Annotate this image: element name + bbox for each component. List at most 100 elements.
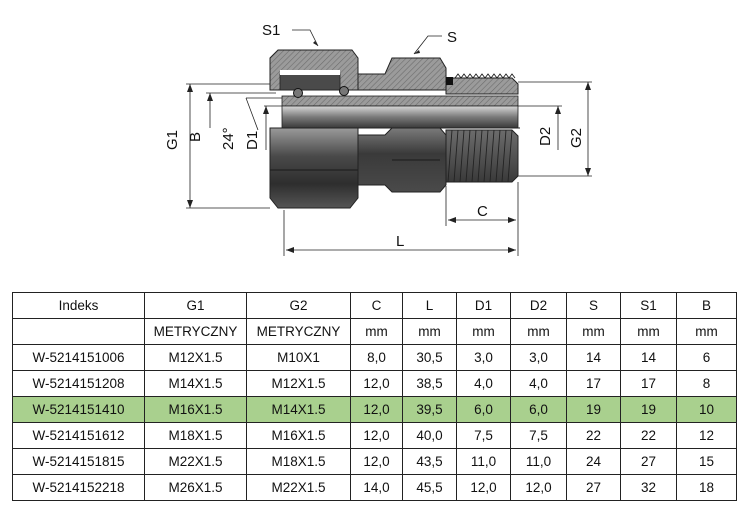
- cell-d1: 3,0: [456, 344, 511, 371]
- cell-c: 14,0: [350, 474, 403, 501]
- cell-g2: M16X1.5: [246, 422, 351, 449]
- label-g2: G2: [568, 128, 585, 148]
- cell-b: mm: [676, 318, 737, 345]
- cell-s1: 32: [620, 474, 677, 501]
- cell-s1: S1: [620, 292, 677, 319]
- cell-d1: 4,0: [456, 370, 511, 397]
- cell-c: mm: [350, 318, 403, 345]
- cell-d2: 7,5: [510, 422, 567, 449]
- fitting-technical-drawing: S1 S G1 B 24° D1 D2 G2 C L: [164, 22, 592, 256]
- exterior-lower-half: [269, 127, 519, 209]
- label-d2: D2: [537, 127, 554, 146]
- cell-s1: 14: [620, 344, 677, 371]
- cell-d2: mm: [510, 318, 567, 345]
- cell-b: 8: [676, 370, 737, 397]
- cell-c: C: [350, 292, 403, 319]
- cell-d1: 11,0: [456, 448, 511, 475]
- cell-b: B: [676, 292, 737, 319]
- cell-s: 22: [566, 422, 621, 449]
- cell-indeks: W-5214151208: [12, 370, 145, 397]
- cell-g2: M10X1: [246, 344, 351, 371]
- cell-b: 15: [676, 448, 737, 475]
- cell-indeks: W-5214151815: [12, 448, 145, 475]
- o-ring-left: [293, 88, 303, 98]
- dimension-arrows: [187, 41, 591, 253]
- cell-s: 27: [566, 474, 621, 501]
- cell-d2: 3,0: [510, 344, 567, 371]
- cell-s: 24: [566, 448, 621, 475]
- cell-c: 12,0: [350, 396, 403, 423]
- cell-b: 12: [676, 422, 737, 449]
- cell-indeks: Indeks: [12, 292, 145, 319]
- cell-s: S: [566, 292, 621, 319]
- cell-g1: M14X1.5: [144, 370, 247, 397]
- cell-g1: M12X1.5: [144, 344, 247, 371]
- label-s1: S1: [262, 22, 280, 39]
- cell-l: 43,5: [402, 448, 457, 475]
- dimension-lines: [186, 29, 592, 256]
- cell-l: 45,5: [402, 474, 457, 501]
- cell-s1: 27: [620, 448, 677, 475]
- label-angle-24: 24°: [220, 127, 237, 150]
- cell-g2: METRYCZNY: [246, 318, 351, 345]
- cell-g2: M22X1.5: [246, 474, 351, 501]
- cell-indeks: W-5214152218: [12, 474, 145, 501]
- cell-d1: mm: [456, 318, 511, 345]
- cell-s1: mm: [620, 318, 677, 345]
- label-s: S: [447, 29, 457, 46]
- cell-s: 17: [566, 370, 621, 397]
- label-b: B: [187, 132, 204, 142]
- cell-d1: 7,5: [456, 422, 511, 449]
- cell-indeks: [12, 318, 145, 345]
- cell-g2: M18X1.5: [246, 448, 351, 475]
- cell-g2: M14X1.5: [246, 396, 351, 423]
- cell-d1: 12,0: [456, 474, 511, 501]
- cell-l: 30,5: [402, 344, 457, 371]
- cell-s: 14: [566, 344, 621, 371]
- label-d1: D1: [244, 131, 261, 150]
- cell-d1: 6,0: [456, 396, 511, 423]
- section-upper-half: [269, 49, 519, 107]
- cell-indeks: W-5214151612: [12, 422, 145, 449]
- cell-l: mm: [402, 318, 457, 345]
- cell-b: 6: [676, 344, 737, 371]
- cell-l: 40,0: [402, 422, 457, 449]
- cell-b: 10: [676, 396, 737, 423]
- bore-tube: [270, 105, 520, 129]
- cell-indeks: W-5214151410: [12, 396, 145, 423]
- cell-c: 12,0: [350, 422, 403, 449]
- cell-g1: M26X1.5: [144, 474, 247, 501]
- cell-g2: M12X1.5: [246, 370, 351, 397]
- o-ring-right: [339, 86, 349, 96]
- cell-d1: D1: [456, 292, 511, 319]
- label-g1: G1: [164, 130, 181, 150]
- cell-d2: 11,0: [510, 448, 567, 475]
- cell-c: 12,0: [350, 448, 403, 475]
- cell-s: 19: [566, 396, 621, 423]
- cell-l: 39,5: [402, 396, 457, 423]
- label-l: L: [396, 233, 404, 250]
- cell-g1: M16X1.5: [144, 396, 247, 423]
- cell-c: 8,0: [350, 344, 403, 371]
- cell-l: L: [402, 292, 457, 319]
- label-c: C: [477, 203, 488, 220]
- cell-g1: M22X1.5: [144, 448, 247, 475]
- cell-l: 38,5: [402, 370, 457, 397]
- cell-d2: D2: [510, 292, 567, 319]
- cell-g1: M18X1.5: [144, 422, 247, 449]
- cell-s1: 22: [620, 422, 677, 449]
- cell-c: 12,0: [350, 370, 403, 397]
- cell-s1: 17: [620, 370, 677, 397]
- cell-g1: METRYCZNY: [144, 318, 247, 345]
- cell-s: mm: [566, 318, 621, 345]
- cell-d2: 6,0: [510, 396, 567, 423]
